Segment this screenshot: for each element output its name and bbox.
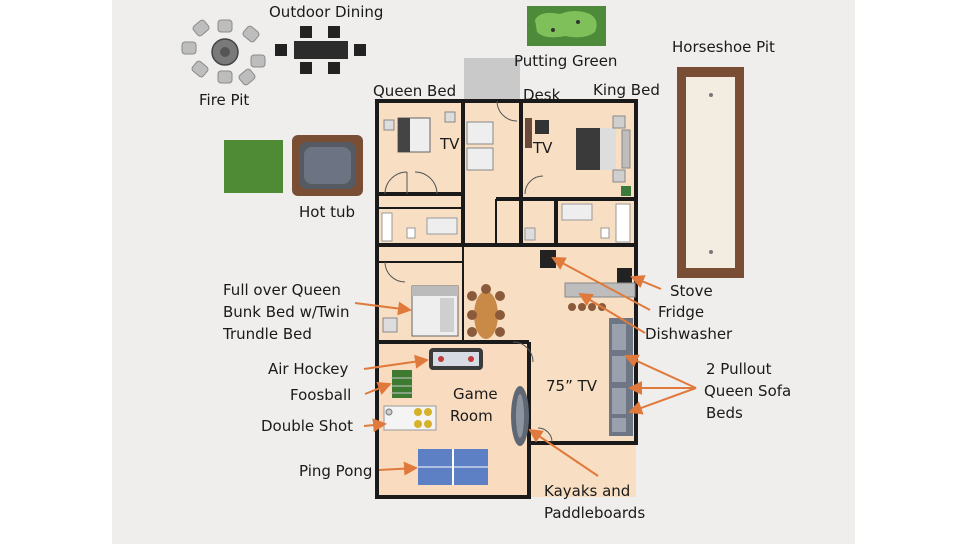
- queen-bed-label: Queen Bed: [373, 82, 457, 100]
- ping-pong-label: Ping Pong: [299, 462, 373, 480]
- tv-75-label: 75” TV: [546, 377, 598, 395]
- dining-table-icon: [467, 284, 505, 339]
- kayak-icon: [511, 386, 529, 446]
- kayaks-label-line2: Paddleboards: [544, 504, 646, 522]
- ping-pong-icon: [418, 449, 488, 485]
- sofa-icon: [609, 318, 633, 436]
- game-room-label-line2: Room: [450, 407, 493, 425]
- putting-green-label: Putting Green: [514, 52, 618, 70]
- fridge-label: Fridge: [658, 303, 705, 321]
- desk-label: Desk: [523, 86, 561, 104]
- bunk-bed-label-line1: Full over Queen: [223, 281, 341, 299]
- stove-icon: [617, 268, 632, 283]
- bunk-bed-label-line2: Bunk Bed w/Twin: [223, 303, 350, 321]
- right-margin: [855, 0, 960, 544]
- double-shot-icon: [383, 405, 437, 431]
- sofa-beds-label-line1: 2 Pullout: [706, 360, 772, 378]
- foosball-icon: [390, 370, 414, 398]
- air-hockey-icon: [429, 348, 483, 370]
- putting-green-icon: [527, 6, 606, 46]
- double-shot-label: Double Shot: [261, 417, 354, 435]
- sofa-beds-label-line2: Queen Sofa: [704, 382, 792, 400]
- horseshoe-pit-label: Horseshoe Pit: [672, 38, 775, 56]
- house-walls: [375, 99, 638, 499]
- game-room-label-line1: Game: [453, 385, 498, 403]
- tv-label-queen: TV: [440, 135, 460, 153]
- sofa-beds-label-line3: Beds: [706, 404, 743, 422]
- bunk-bed-label-line3: Trundle Bed: [223, 325, 312, 343]
- dishwasher-label: Dishwasher: [645, 325, 733, 343]
- stove-label: Stove: [670, 282, 713, 300]
- callout-arrows: [354, 257, 697, 477]
- horseshoe-pit-icon: [677, 67, 744, 278]
- fire-pit-label: Fire Pit: [199, 91, 250, 109]
- left-margin: [0, 0, 112, 544]
- queen-bed-icon: [383, 111, 456, 153]
- outdoor-dining-icon: [275, 26, 366, 74]
- fire-pit-icon: [181, 19, 266, 86]
- king-bed-label: King Bed: [593, 81, 660, 99]
- tv-label-king: TV: [533, 139, 553, 157]
- outdoor-dining-label: Outdoor Dining: [269, 3, 384, 21]
- foosball-label: Foosball: [290, 386, 352, 404]
- turf-icon: [224, 140, 283, 193]
- kayaks-label-line1: Kayaks and: [544, 482, 631, 500]
- king-bed-icon: [576, 115, 631, 196]
- hot-tub-icon: [292, 135, 363, 196]
- hot-tub-label: Hot tub: [299, 203, 356, 221]
- air-hockey-label: Air Hockey: [268, 360, 349, 378]
- bunk-bed-icon: [411, 285, 459, 337]
